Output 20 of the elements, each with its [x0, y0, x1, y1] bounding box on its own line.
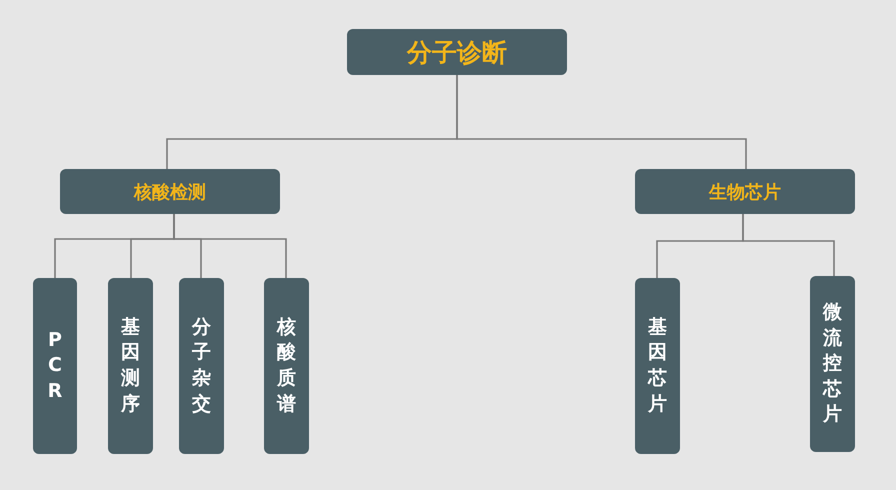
node-label: 分子诊断: [407, 36, 507, 68]
node-label: PCR: [46, 328, 64, 404]
node-label: 基因芯片: [648, 314, 667, 417]
node-label: 生物芯片: [709, 180, 781, 204]
leaf-box: [33, 278, 77, 454]
node-label: 核酸质谱: [277, 314, 296, 417]
leaf-box: [810, 276, 855, 452]
node-label: 核酸检测: [134, 180, 206, 204]
category-box: [60, 169, 280, 214]
node-label: 分子杂交: [192, 314, 211, 417]
connector-line: [456, 75, 747, 169]
node-label: 微流控芯片: [823, 300, 842, 428]
leaf-box: [108, 278, 153, 454]
leaf-box: [264, 278, 309, 454]
category-box: [635, 169, 855, 214]
leaf-box: [179, 278, 224, 454]
connector-line: [742, 214, 835, 276]
leaf-box: [635, 278, 680, 454]
category-box: [347, 29, 567, 75]
node-label: 基因测序: [121, 314, 140, 417]
